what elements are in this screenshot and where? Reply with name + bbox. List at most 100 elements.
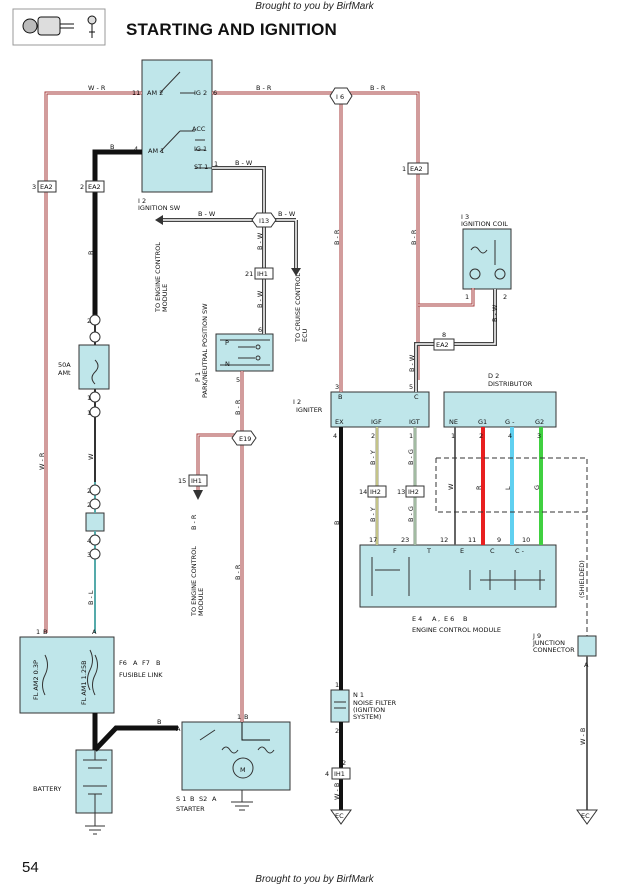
wire-w-left: W <box>87 453 95 460</box>
ecm-pin10: 10 <box>522 536 530 544</box>
fl-conn-a: A <box>133 659 138 667</box>
ground-ec2: EC <box>581 812 590 820</box>
conn-i13: I13 <box>259 217 269 225</box>
ignition-coil-box <box>462 228 512 290</box>
conn-ih2-a: IH2 <box>370 488 381 496</box>
fl-conn-b: B <box>156 659 160 667</box>
pin-8: 8 <box>442 331 446 339</box>
starter-conn-a: A <box>212 795 217 803</box>
wire-w-b-2: W - B <box>579 728 587 745</box>
wire-b-y2: B - Y <box>369 507 377 522</box>
dest-cruise-b: ECU <box>301 328 309 342</box>
wire-w-b-1: W - B <box>333 783 341 800</box>
igniter-pin-igt: 1 <box>409 432 413 440</box>
junction-connector-box <box>577 635 597 657</box>
pin-14: 14 <box>359 488 367 496</box>
conn-i6: I 6 <box>336 93 344 101</box>
pin-3: 3 <box>32 183 36 191</box>
fuse-50a: 50A <box>58 361 71 369</box>
dist-pin-gm: 4 <box>508 432 512 440</box>
wire-b-r-mid: B - R <box>234 399 242 415</box>
ecm-term-cm: C - <box>515 547 525 555</box>
ign-sw-name: IGNITION SW <box>138 204 181 212</box>
conn-ea2-dist: EA2 <box>436 341 449 349</box>
ecm-sep: , <box>438 615 440 623</box>
igniter-name: IGNITER <box>296 406 323 414</box>
conn-ea2-coil: EA2 <box>410 165 423 173</box>
distributor-box <box>443 391 557 428</box>
starter-box <box>181 721 291 791</box>
dest-ecm2-a: TO ENGINE CONTROL <box>190 546 198 617</box>
conn-ih1-b: IH1 <box>191 477 202 485</box>
junction-name1: JUNCTION <box>532 639 565 647</box>
conn-ea2-mid: EA2 <box>88 183 101 191</box>
ecm-pin12: 12 <box>440 536 448 544</box>
pn-id: P 1 <box>194 372 202 382</box>
pin-1b: 1 <box>87 409 91 417</box>
pin-ig1: IG 1 <box>194 145 207 153</box>
dist-ne: NE <box>449 418 458 426</box>
junction-pin-a: A <box>584 661 589 669</box>
noise-filter-name3: SYSTEM) <box>353 713 381 721</box>
ecm-pin17: 17 <box>369 536 377 544</box>
ground-ec1: EC <box>335 812 344 820</box>
splice-i13 <box>251 212 277 228</box>
noise-filter-id: N 1 <box>353 691 364 699</box>
pin-am2: AM 2 <box>147 89 163 97</box>
page-title: STARTING AND IGNITION <box>126 20 338 39</box>
dest-ecm1-b: MODULE <box>161 284 169 312</box>
wire-b-r-v3: B - R <box>333 229 341 245</box>
wire-b-r-v1: B - R <box>190 514 198 530</box>
wire-b-r-top2: B - R <box>370 84 386 92</box>
pin-num-am2: 11 <box>132 89 140 97</box>
ecm-conn-a: A <box>432 615 437 623</box>
igniter-b: B <box>338 393 342 401</box>
dist-g2: G2 <box>535 418 544 426</box>
wire-b-w-v2: B - W <box>256 290 264 308</box>
starter-key-icon <box>12 8 106 46</box>
conn-ih1-a: IH1 <box>257 270 268 278</box>
fl-id1: F6 <box>119 659 127 667</box>
battery-box <box>75 749 113 814</box>
fusible-link-box <box>19 636 115 714</box>
engine-control-module-box <box>359 544 557 608</box>
splice-i6 <box>329 87 353 105</box>
pn-pin-bot: 5 <box>236 376 240 384</box>
pin-num-ig2: 6 <box>213 89 217 97</box>
conn-ih1-c: IH1 <box>334 770 345 778</box>
coil-id: I 3 <box>461 213 469 221</box>
pin-13: 13 <box>397 488 405 496</box>
wire-g-g2: G <box>533 485 541 490</box>
ecm-pin11: 11 <box>468 536 476 544</box>
igniter-id: I 2 <box>293 398 301 406</box>
source-credit-bottom: Brought to you by BirfMark <box>255 874 374 885</box>
fl-pin-b: B <box>43 628 47 636</box>
dist-id: D 2 <box>488 372 499 380</box>
pn-name: PARK/NEUTRAL POSITION SW <box>201 303 209 398</box>
noise-filter-box <box>330 689 350 723</box>
page-number: 54 <box>22 859 39 876</box>
noise-filter-name2: (IGNITION <box>353 706 385 714</box>
ign-sw-id: I 2 <box>138 197 146 205</box>
igniter-ex: EX <box>335 418 344 426</box>
wire-w-r-top: W - R <box>88 84 106 92</box>
wire-w-r-left: W - R <box>38 452 46 470</box>
pin-ig2: IG 2 <box>194 89 207 97</box>
igniter-igt: IGT <box>409 418 420 426</box>
wire-b-w-l: B - W <box>198 210 216 218</box>
wire-b-ex: B <box>333 521 341 525</box>
pn-p: P <box>225 339 229 347</box>
battery-label: BATTERY <box>33 785 61 793</box>
wire-b-w-r: B - W <box>278 210 296 218</box>
wire-l-gm: L <box>504 486 512 490</box>
pin-2a: 2 <box>80 183 84 191</box>
wire-b-start: B <box>157 718 161 726</box>
pin-21: 21 <box>245 270 253 278</box>
wire-r-g1: R <box>475 485 483 490</box>
pin-1c: 1 <box>402 165 406 173</box>
coil-pin1: 1 <box>465 293 469 301</box>
pin-15: 15 <box>178 477 186 485</box>
wire-b-r-top1: B - R <box>256 84 272 92</box>
pin-2d: 2 <box>87 501 91 509</box>
